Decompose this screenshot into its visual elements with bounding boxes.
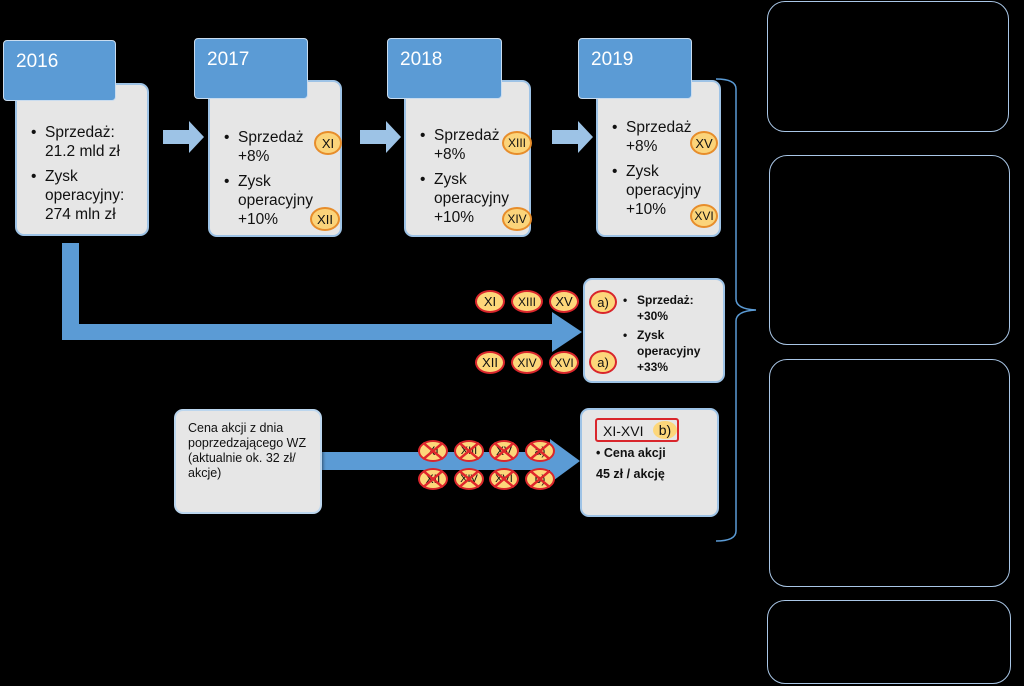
cross-icon [529, 442, 551, 460]
marker-a-top: a) [589, 290, 617, 314]
cumulative-badge-xi: XI [475, 290, 505, 313]
side-box-4 [767, 600, 1011, 684]
year-label: 2016 [16, 51, 59, 72]
arrow-price [322, 439, 580, 483]
marker-a-bottom: a) [589, 350, 617, 374]
bullet-sales: Sprzedaż +8% [420, 126, 499, 164]
bullet-sales: Sprzedaż: +30% [623, 292, 719, 324]
year-tab-2017: 2017 [194, 38, 308, 99]
range-marker: b) [653, 421, 677, 439]
crossed-badge-xv: XV [489, 440, 519, 462]
cumulative-badge-xvi: XVI [549, 351, 579, 374]
cross-icon [529, 470, 551, 488]
year-label: 2018 [400, 49, 443, 70]
side-box-2 [769, 155, 1010, 345]
crossed-badge-a: a) [525, 440, 555, 462]
crossed-badge-xi: XI [418, 440, 448, 462]
cross-icon [458, 442, 480, 460]
year-card-2019: Sprzedaż +8% Zysk operacyjny +10% XV XVI [596, 80, 721, 237]
badge-xiii: XIII [502, 131, 532, 155]
bullet-profit: Zysk operacyjny +10% [612, 162, 701, 219]
right-brace [715, 78, 757, 542]
price-result-card: XI-XVI b) • Cena akcji 45 zł / akcję [580, 408, 719, 517]
price-source-text: Cena akcji z dnia poprzedzającego WZ (ak… [188, 421, 307, 480]
year-card-2016: Sprzedaż: 21.2 mld zł Zysk operacyjny: 2… [15, 83, 149, 236]
price-source-card: Cena akcji z dnia poprzedzającego WZ (ak… [174, 409, 322, 514]
cross-icon [422, 470, 444, 488]
crossed-badge-xvi: XVI [489, 468, 519, 490]
bullet-sales: Sprzedaż +8% [612, 118, 691, 156]
year-card-2018: Sprzedaż +8% Zysk operacyjny +10% XIII X… [404, 80, 532, 237]
bullet-profit: Zysk operacyjny: 274 mln zł [31, 167, 143, 224]
price-bullet: • Cena akcji [596, 446, 666, 460]
cumulative-card: Sprzedaż: +30% Zysk operacyjny +33% a) a… [583, 278, 725, 383]
year-card-2017: Sprzedaż +8% Zysk operacyjny +10% XI XII [208, 80, 342, 237]
arrow-2016-cumulative [62, 243, 582, 352]
arrow-2018-2019 [552, 121, 593, 153]
crossed-badge-b: b) [525, 468, 555, 490]
cross-icon [493, 442, 515, 460]
side-box-1 [767, 1, 1009, 132]
year-tab-2018: 2018 [387, 38, 502, 99]
cross-icon [458, 470, 480, 488]
badge-xv: XV [690, 131, 718, 155]
year-tab-2019: 2019 [578, 38, 692, 99]
cumulative-badge-xv: XV [549, 290, 579, 313]
range-label: XI-XVI [603, 423, 644, 439]
cumulative-badge-xii: XII [475, 351, 505, 374]
cumulative-badge-xiv: XIV [511, 351, 543, 374]
price-value: 45 zł / akcję [596, 467, 665, 481]
bullet-sales: Sprzedaż +8% [224, 128, 310, 166]
badge-xii: XII [310, 207, 340, 231]
cross-icon [493, 470, 515, 488]
year-label: 2017 [207, 49, 250, 70]
crossed-badge-xii: XII [418, 468, 448, 490]
price-bullet-label: Cena akcji [603, 446, 666, 460]
year-tab-2016: 2016 [3, 40, 116, 101]
badge-xi: XI [314, 131, 342, 155]
cumulative-badge-xiii: XIII [511, 290, 543, 313]
range-label-box: XI-XVI b) [595, 418, 679, 442]
arrow-2016-2017 [163, 121, 204, 153]
badge-xiv: XIV [502, 207, 532, 231]
arrow-2017-2018 [360, 121, 401, 153]
year-label: 2019 [591, 49, 634, 70]
side-box-3 [769, 359, 1010, 587]
bullet-profit: Zysk operacyjny +33% [623, 327, 719, 375]
bullet-profit: Zysk operacyjny +10% [224, 172, 313, 229]
bullet-sales: Sprzedaż: 21.2 mld zł [31, 123, 143, 161]
crossed-badge-xiv: XIV [454, 468, 484, 490]
crossed-badge-xiii: XIII [454, 440, 484, 462]
cross-icon [422, 442, 444, 460]
badge-xvi: XVI [690, 204, 718, 228]
bullet-profit: Zysk operacyjny +10% [420, 170, 509, 227]
